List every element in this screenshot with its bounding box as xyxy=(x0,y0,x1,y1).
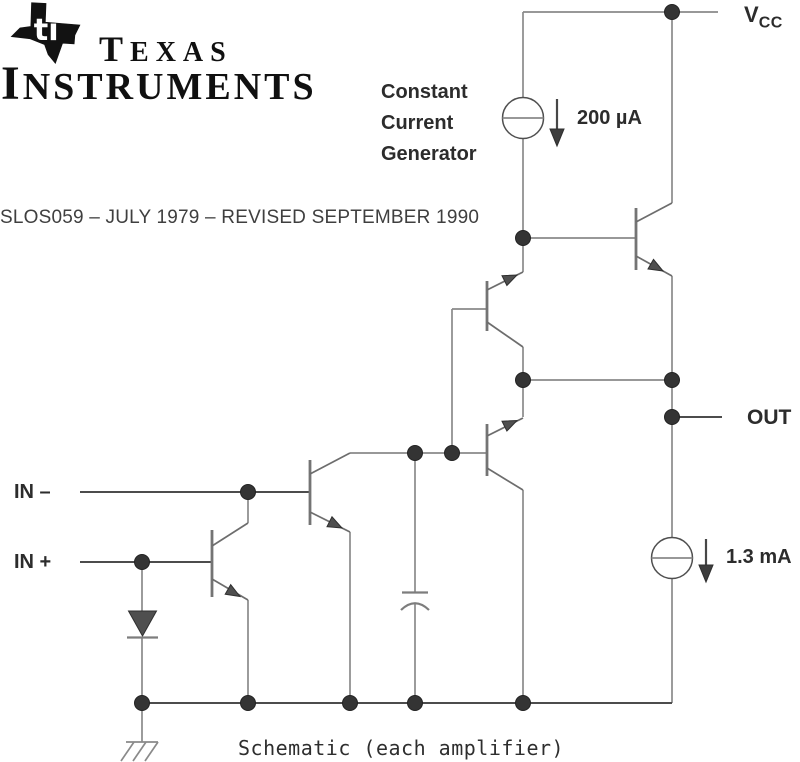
capacitor-symbol xyxy=(400,591,430,611)
document-code-line: SLOS059 – JULY 1979 – REVISED SEPTEMBER … xyxy=(0,207,480,228)
constant-current-generator-label: Constant Current Generator xyxy=(381,81,477,165)
current-source-1p3mA-symbol xyxy=(650,536,714,584)
diode-symbol xyxy=(127,610,158,639)
out-label: OUT xyxy=(747,406,792,429)
npn-input-transistor-in-plus xyxy=(210,522,249,601)
npn-input-transistor-in-minus xyxy=(308,452,351,533)
current-value-200ua-label: 200 µA xyxy=(577,107,642,129)
current-source-200uA-symbol xyxy=(501,96,565,148)
vcc-label: VCC xyxy=(744,2,783,32)
npn-gain-transistor-upper xyxy=(485,271,524,348)
in-minus-label: IN – xyxy=(14,481,51,503)
ti-logo: ti TEXAS INSTRUMENTS xyxy=(0,0,330,110)
texas-state-icon: ti xyxy=(10,2,81,64)
npn-gain-transistor-lower xyxy=(485,417,524,491)
schematic-caption: Schematic (each amplifier) xyxy=(238,736,565,760)
junction-dots xyxy=(134,4,680,711)
brand-word-texas: TEXAS xyxy=(99,29,233,69)
brand-word-instruments: INSTRUMENTS xyxy=(1,57,317,110)
ti-monogram: ti xyxy=(34,13,59,48)
current-value-1p3ma-label: 1.3 mA xyxy=(726,546,792,568)
in-plus-label: IN + xyxy=(14,551,52,573)
npn-output-transistor xyxy=(634,202,673,277)
ground-symbol xyxy=(120,741,159,762)
